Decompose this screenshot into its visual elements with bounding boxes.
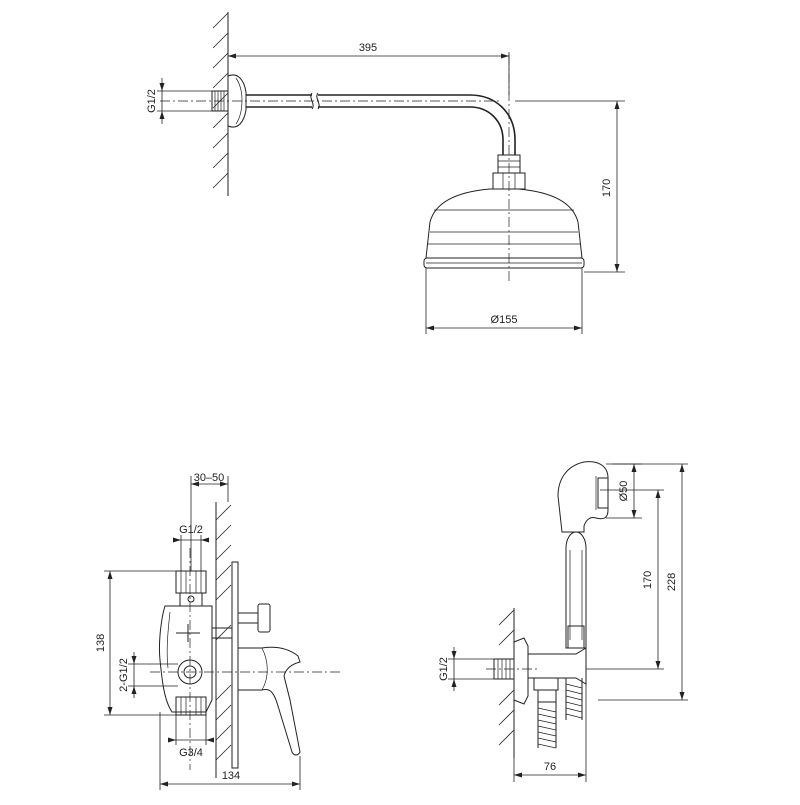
mixer-assembly: 30–50 G1/2 138 2-G1/2 G3/4 134	[95, 472, 340, 790]
dim-mixer-width: 134	[222, 770, 240, 782]
wall-hatch-hand	[498, 608, 515, 758]
dim-hand-depth: 76	[544, 761, 556, 773]
dim-mixer-height: 138	[95, 634, 107, 652]
dim-hand-wall-thread: G1/2	[438, 657, 450, 681]
dim-hand-inner-height: 170	[642, 571, 654, 589]
dim-wall-thread-top: G1/2	[146, 89, 158, 113]
dim-bottom-thread: G3/4	[179, 747, 203, 759]
hand-shower-assembly: Ø50 170 228 G1/2 76	[438, 461, 688, 782]
dim-wall-depth: 30–50	[194, 472, 225, 484]
shower-head-assembly: 395 170 Ø155 G1/2	[146, 12, 625, 334]
dim-head-height: 170	[601, 179, 613, 197]
dim-hand-total-height: 228	[666, 573, 678, 591]
dim-head-diameter: Ø155	[491, 314, 518, 326]
wall-hatch-mixer	[215, 502, 232, 778]
dim-hand-head-diameter: Ø50	[618, 481, 630, 502]
dim-top-thread: G1/2	[179, 524, 203, 536]
dim-arm-length: 395	[359, 42, 377, 54]
dim-outlet-threads: 2-G1/2	[118, 658, 130, 692]
